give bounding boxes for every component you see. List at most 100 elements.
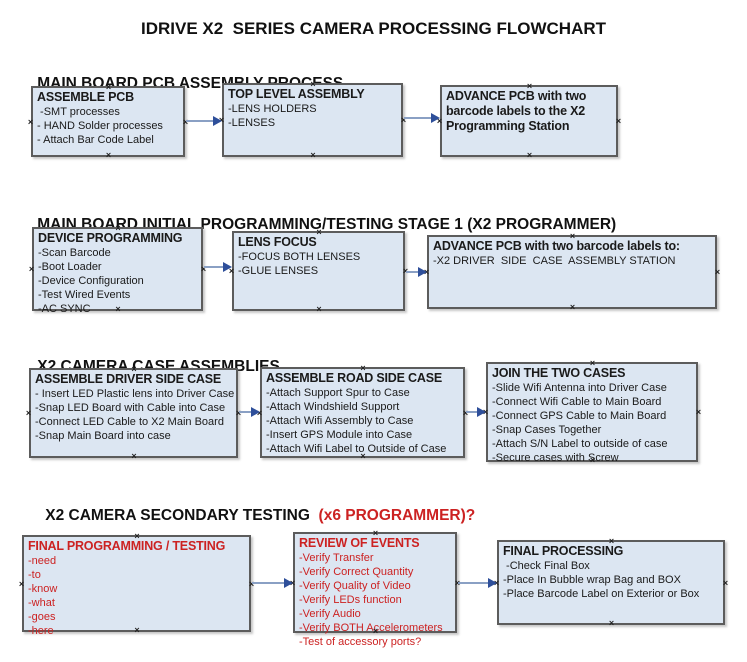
arrow-head-icon (284, 578, 293, 588)
flow-box-lens-focus[interactable]: × × × × LENS FOCUS -FOCUS BOTH LENSES -G… (229, 227, 408, 314)
flow-box-assemble-driver-side-case[interactable]: × × × × ASSEMBLE DRIVER SIDE CASE - Inse… (26, 365, 241, 461)
arrow-device-programming-to-lens-focus[interactable] (204, 262, 232, 272)
connection-point-icon: × (235, 408, 242, 418)
box-item: -Attach Wifi Assembly to Case (266, 415, 414, 427)
box-title: ASSEMBLE PCB (37, 90, 134, 104)
box-item: - Attach Bar Code Label (37, 134, 154, 146)
arrow-line (252, 582, 287, 584)
box-item: -what (28, 597, 55, 609)
box-item: - Insert LED Plastic lens into Driver Ca… (35, 388, 235, 400)
connection-point-icon: × (360, 451, 366, 461)
connection-point-icon: × (615, 116, 622, 126)
connection-point-icon: × (131, 451, 137, 461)
flow-box-device-programming[interactable]: × × × × DEVICE PROGRAMMING -Scan Barcode… (29, 224, 206, 316)
arrow-line (239, 411, 254, 413)
connection-point-icon: × (18, 578, 25, 589)
connection-point-icon: × (200, 264, 207, 274)
box-item: -know (28, 583, 58, 595)
box-item: -to (28, 569, 41, 581)
connection-point-icon: × (526, 81, 533, 91)
connection-point-icon: × (589, 455, 596, 465)
arrow-lens-focus-to-advance-pcb[interactable] (406, 267, 427, 277)
box-title: JOIN THE TWO CASES (492, 366, 626, 380)
box-item: -Verify BOTH Accelerometers (299, 622, 443, 634)
box-item: -Place In Bubble wrap Bag and BOX (503, 574, 681, 586)
box-item: -Place Barcode Label on Exterior or Box (503, 588, 700, 600)
connection-point-icon: × (453, 578, 462, 588)
flow-box-final-programming-testing[interactable]: × × × × FINAL PROGRAMMING / TESTING -nee… (19, 531, 254, 638)
box-item: -Device Configuration (38, 275, 144, 287)
box-title: ADVANCE PCB with two barcode labels to t… (446, 89, 587, 133)
box-item: -Verify Audio (299, 608, 361, 620)
connection-point-icon: × (372, 528, 379, 538)
arrow-review-to-final-processing[interactable] (458, 578, 497, 588)
flow-box-join-the-two-cases[interactable]: × × × × JOIN THE TWO CASES -Slide Wifi A… (483, 358, 701, 465)
box-item: -Attach Wifi Label to Outside of Case (266, 443, 447, 455)
flow-box-top-level-assembly[interactable]: × × × × TOP LEVEL ASSEMBLY -LENS HOLDERS… (219, 80, 406, 160)
box-item: -Connect GPS Cable to Main Board (492, 410, 667, 422)
box-item: -here (28, 625, 54, 637)
box-item: -Verify Quality of Video (299, 580, 411, 592)
box-item: -Verify LEDs function (299, 594, 402, 606)
section-header-red-text: (x6 PROGRAMMER)? (318, 507, 476, 524)
connection-point-icon: × (722, 577, 729, 588)
arrow-head-icon (488, 578, 497, 588)
box-item: -SMT processes (37, 106, 120, 118)
box-item: -Slide Wifi Antenna into Driver Case (492, 382, 667, 394)
flow-box-assemble-pcb[interactable]: × × × × ASSEMBLE PCB -SMT processes - HA… (28, 82, 188, 160)
arrow-line (404, 117, 434, 119)
box-title: FINAL PROGRAMMING / TESTING (28, 539, 226, 553)
flow-box-assemble-road-side-case[interactable]: × × × × ASSEMBLE ROAD SIDE CASE -Attach … (257, 363, 468, 461)
connection-point-icon: × (714, 267, 721, 277)
box-item: -FOCUS BOTH LENSES (238, 251, 361, 263)
connection-point-icon: × (28, 264, 35, 274)
connection-point-icon: × (181, 117, 190, 127)
box-item: -Boot Loader (38, 261, 102, 273)
arrow-top-level-to-advance-pcb[interactable] (404, 113, 440, 123)
box-item: -AC SYNC (38, 303, 91, 315)
arrow-line (204, 266, 226, 268)
arrow-final-programming-to-review[interactable] (252, 578, 293, 588)
box-item: -Verify Transfer (299, 552, 374, 564)
box-item: -Snap Main Board into case (35, 430, 171, 442)
box-item: -Scan Barcode (38, 247, 111, 259)
box-item: -Test Wired Events (38, 289, 131, 301)
arrow-line (406, 271, 421, 273)
connection-point-icon: × (316, 304, 322, 314)
connection-point-icon: × (134, 531, 140, 541)
connection-point-icon: × (105, 150, 112, 160)
connection-point-icon: × (105, 82, 112, 92)
flow-box-advance-pcb-programming-station[interactable]: × × × × ADVANCE PCB with two barcode lab… (437, 81, 621, 160)
box-title: DEVICE PROGRAMMING (38, 231, 183, 245)
box-item: -Attach S/N Label to outside of case (492, 438, 668, 450)
arrow-head-icon (431, 113, 440, 123)
connection-point-icon: × (569, 302, 576, 312)
arrow-driver-case-to-road-case[interactable] (239, 407, 260, 417)
flow-box-advance-pcb-driver-side-station[interactable]: × × × × ADVANCE PCB with two barcode lab… (424, 232, 720, 312)
box-title: LENS FOCUS (238, 235, 317, 249)
connection-point-icon: × (25, 408, 32, 418)
connection-point-icon: × (400, 115, 407, 125)
connection-point-icon: × (589, 358, 596, 368)
flow-box-review-of-events[interactable]: × × × × REVIEW OF EVENTS -Verify Transfe… (290, 528, 460, 649)
arrow-assemble-pcb-to-top-level[interactable] (186, 116, 222, 126)
box-title: ADVANCE PCB with two barcode labels to: (433, 239, 680, 253)
box-item: -LENS HOLDERS (228, 103, 317, 115)
arrow-road-case-to-join-cases[interactable] (466, 407, 486, 417)
box-item: -Insert GPS Module into Case (266, 429, 413, 441)
box-item: -Attach Support Spur to Case (266, 387, 410, 399)
arrow-line (458, 582, 491, 584)
arrow-head-icon (223, 262, 232, 272)
flowchart-title: IDRIVE X2 SERIES CAMERA PROCESSING FLOWC… (140, 19, 607, 38)
connection-point-icon: × (316, 227, 322, 237)
flow-box-final-processing[interactable]: × × × × FINAL PROCESSING -Check Final Bo… (494, 537, 728, 628)
connection-point-icon: × (401, 267, 410, 276)
arrow-head-icon (477, 407, 486, 417)
arrow-head-icon (251, 407, 260, 417)
connection-point-icon: × (360, 363, 366, 373)
connection-point-icon: × (608, 618, 615, 628)
box-item: -Connect LED Cable to X2 Main Board (35, 416, 224, 428)
connection-point-icon: × (27, 116, 34, 127)
connection-point-icon: × (461, 408, 470, 418)
